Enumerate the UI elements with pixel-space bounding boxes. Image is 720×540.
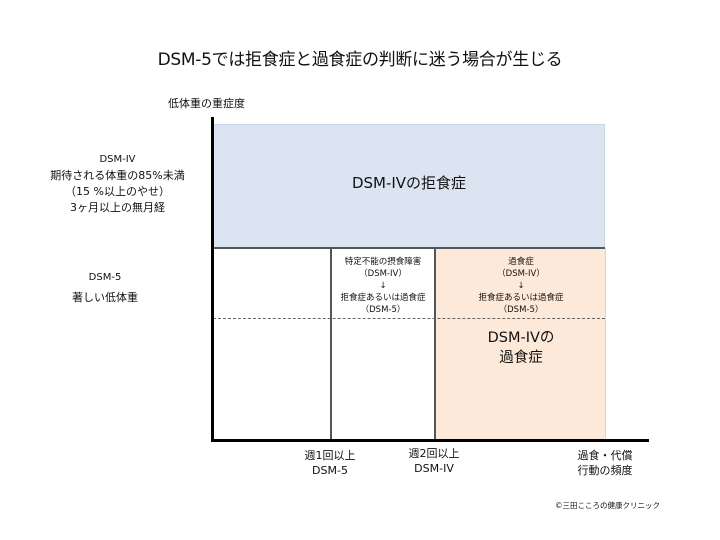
bulimia-label-line: 過食症 [499,350,543,366]
y-level-criterion: DSM-5 [88,272,122,283]
cell-line: 拒食症あるいは過食症 [478,293,564,303]
bulimia-region [435,248,606,440]
x-tick-line: DSM-IV [414,462,454,475]
x-tick-weekly-2: 週2回以上 DSM-IV [398,446,470,476]
x-axis-label-line: 行動の頻度 [577,464,633,477]
copyright-notice: ©三田こころの健康クリニック [555,501,660,510]
cell-line: （DSM-IV） [359,269,407,279]
x-tick-line: 週2回以上 [408,447,460,460]
y-level-criterion: DSM-IV [99,154,136,165]
divider-weekly-2 [434,248,436,440]
x-axis-label: 過食・代償 行動の頻度 [565,448,645,478]
anorexia-region [213,124,605,248]
arrow-down-icon: ↓ [517,281,525,291]
bulimia-label-line: DSM-IVの [487,330,555,346]
divider-weekly-1 [330,248,332,440]
y-axis-label: 低体重の重症度 [168,97,245,110]
x-axis-label-line: 過食・代償 [577,449,633,462]
y-level-line: 著しい低体重 [72,291,138,304]
x-axis-line [211,439,649,442]
y-axis-line [211,117,214,441]
y-level-line: 3ヶ月以上の無月経 [70,201,165,214]
x-tick-line: 週1回以上 [304,449,356,462]
y-level-dsm-5: DSM-5 著しい低体重 [50,270,160,306]
bulimia-overlap-cell: 過食症 （DSM-IV） ↓ 拒食症あるいは過食症 （DSM-5） [436,256,606,316]
cell-line: 特定不能の摂食障害 [344,257,422,267]
cell-line: （DSM-IV） [497,269,545,279]
slide-title: DSM-5では拒食症と過食症の判断に迷う場合が生じる [157,50,563,70]
dsm5-threshold-dashed-line [213,318,605,319]
cell-line: （DSM-5） [360,305,406,315]
cell-line: 拒食症あるいは過食症 [340,293,426,303]
ednos-cell: 特定不能の摂食障害 （DSM-IV） ↓ 拒食症あるいは過食症 （DSM-5） [332,256,434,316]
cell-line: 過食症 [508,257,534,267]
y-level-dsm-iv: DSM-IV 期待される体重の85%未満 （15 %以上のやせ） 3ヶ月以上の無… [45,152,190,216]
x-tick-weekly-1: 週1回以上 DSM-5 [295,448,365,478]
y-level-line: （15 %以上のやせ） [65,185,170,198]
x-tick-line: DSM-5 [312,464,348,477]
arrow-down-icon: ↓ [379,281,387,291]
bulimia-label: DSM-IVの 過食症 [436,328,606,368]
y-level-line: 期待される体重の85%未満 [50,169,185,182]
anorexia-label: DSM-IVの拒食症 [351,174,467,192]
divider-horizontal [213,247,605,249]
cell-line: （DSM-5） [498,305,544,315]
